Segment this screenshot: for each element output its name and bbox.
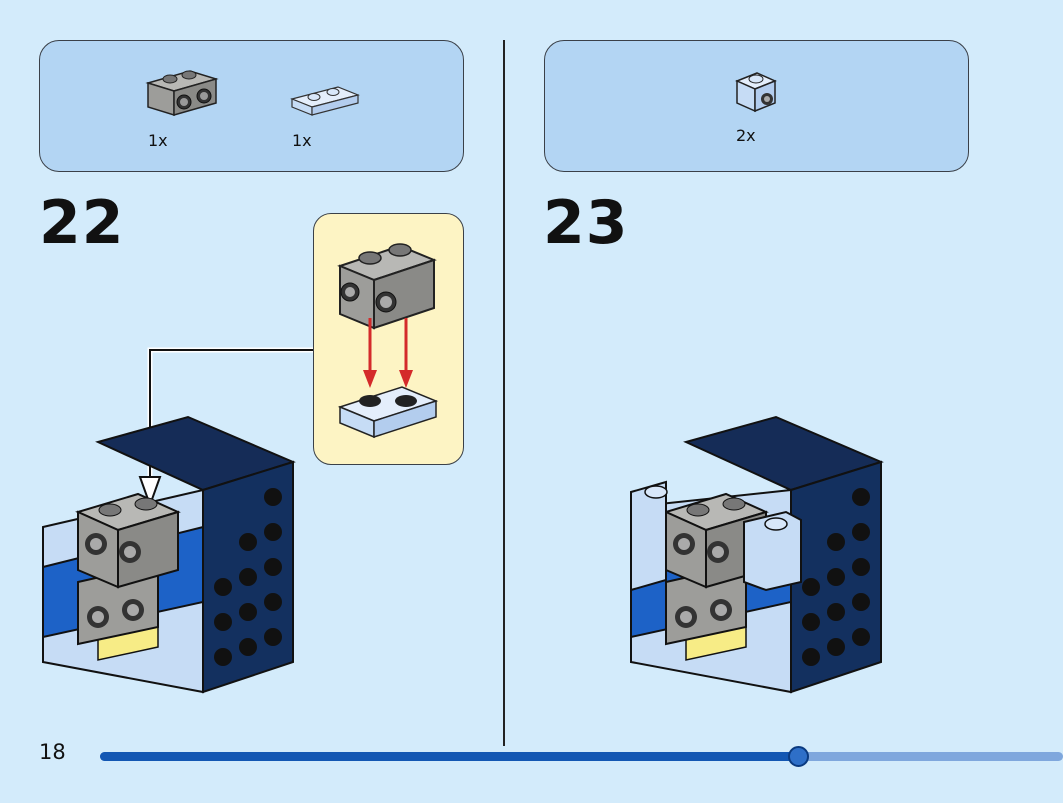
step-number: 22 xyxy=(39,188,125,258)
sub-assembly-callout xyxy=(313,213,464,465)
callout-down-arrows xyxy=(363,318,413,388)
part-qty: 1x xyxy=(292,131,312,150)
brick-1x2-grey-studs-side-icon xyxy=(145,70,219,117)
model-step-23 xyxy=(630,415,884,694)
parts-list-step-23: 2x xyxy=(544,40,969,172)
brick-1x1-light-blue-stud-side-icon xyxy=(735,72,777,113)
progress-fill xyxy=(100,752,799,761)
progress-bar xyxy=(100,746,1063,767)
callout-plate-light-blue-icon xyxy=(337,386,439,439)
part-qty: 2x xyxy=(736,126,756,145)
progress-knob xyxy=(788,746,810,767)
plate-1x2-light-blue-icon xyxy=(290,86,360,116)
step-number: 23 xyxy=(543,188,629,258)
step-divider xyxy=(503,40,505,746)
model-step-22 xyxy=(42,415,296,694)
part-qty: 1x xyxy=(148,131,168,150)
page-number: 18 xyxy=(39,740,66,764)
callout-brick-grey-icon xyxy=(337,243,437,330)
parts-list-step-22: 1x 1x xyxy=(39,40,464,172)
